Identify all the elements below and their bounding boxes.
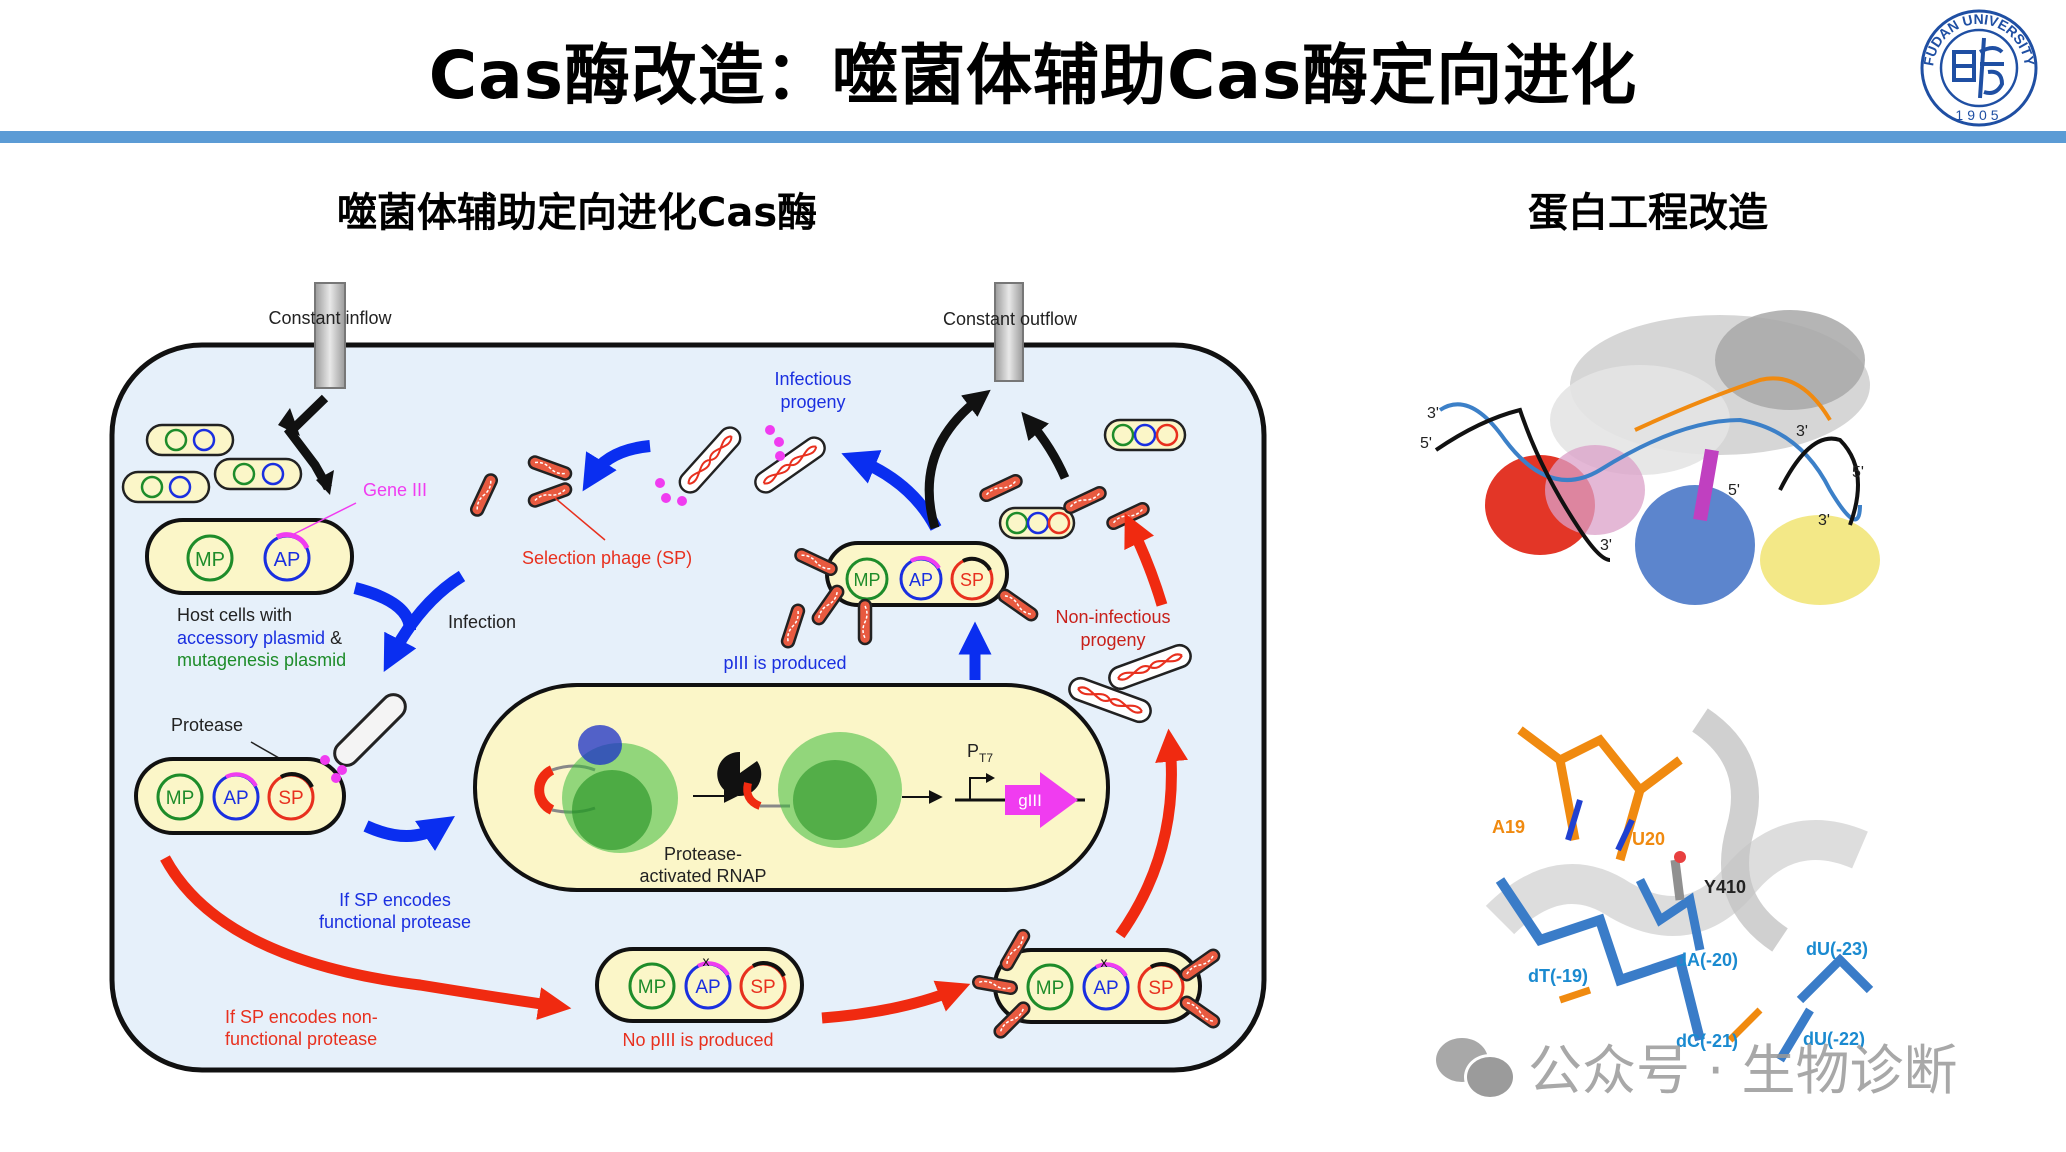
promoter-arrow-icon (986, 773, 995, 783)
svg-text:MP: MP (854, 570, 881, 590)
watermark: 公众号 · 生物诊断 (1432, 1030, 1958, 1102)
label-dT19: dT(-19) (1528, 966, 1588, 986)
activated-rnap-structure (778, 732, 902, 848)
infection-arrow (383, 570, 466, 672)
end-label: 5' (1852, 464, 1864, 481)
title-accent-bar (0, 131, 2066, 143)
infectious-progeny-line2: progeny (780, 392, 845, 412)
plasmid-mp: MP (195, 549, 225, 571)
host-cell-mp-ap-sp: MP AP SP (134, 757, 346, 835)
noninfectious-line2: progeny (1080, 630, 1145, 650)
svg-text:MP: MP (1036, 978, 1065, 999)
svg-text:AP: AP (909, 570, 933, 590)
small-host-cell (213, 457, 303, 491)
gene-iii-label: Gene III (363, 480, 427, 500)
svg-text:SP: SP (1148, 978, 1173, 999)
phage-return-arrow (582, 440, 651, 492)
end-label: 3' (1427, 405, 1439, 422)
label-dU22: dU(-22) (1803, 1029, 1865, 1049)
label-dU23: dU(-23) (1806, 939, 1868, 959)
plasmid-ap: AP (274, 549, 301, 571)
logo-year: 1905 (1955, 107, 2002, 123)
side-cell (1103, 418, 1187, 452)
host-cell-no-piii: x MP AP SP (595, 947, 804, 1023)
outflow-arrow (924, 389, 991, 530)
watermark-text: 公众号 · 生物诊断 (1528, 1038, 1958, 1102)
end-label: 5' (1420, 435, 1432, 452)
protease-label: Protease (171, 715, 243, 735)
rnap-protein-structure (562, 725, 678, 853)
no-piii-arrow (821, 980, 971, 1024)
functional-line2: functional protease (319, 912, 471, 932)
host-caption-line3: mutagenesis plasmid (177, 650, 346, 670)
infection-label: Infection (448, 612, 516, 632)
host-caption-line2: accessory plasmid & (177, 628, 342, 648)
fudan-university-logo: FUDAN UNIVERSITY 1905 (1920, 9, 2038, 127)
piii-produced-label: pIII is produced (723, 653, 846, 673)
giii-gene-box (1005, 772, 1078, 828)
selection-phage-label: Selection phage (SP) (522, 548, 692, 568)
host-caption-line1: Host cells with (177, 605, 292, 625)
right-section-title: 蛋白工程改造 (1528, 190, 1768, 236)
svg-text:AP: AP (1093, 978, 1118, 999)
svg-text:SP: SP (960, 570, 984, 590)
end-label: 3' (1818, 512, 1830, 529)
label-a19: A19 (1492, 817, 1525, 837)
svg-text:x: x (1101, 954, 1108, 970)
left-section-title: 噬菌体辅助定向进化Cas酶 (337, 190, 818, 236)
label-dA20: dA(-20) (1676, 950, 1738, 970)
end-label: 3' (1796, 423, 1808, 440)
knockout-mark: x (703, 953, 710, 969)
outflow-label: Constant outflow (943, 309, 1078, 329)
infectious-progeny-line1: Infectious (774, 369, 851, 389)
small-host-cell (145, 423, 235, 457)
svg-text:SP: SP (278, 788, 303, 809)
svg-text:MP: MP (166, 788, 195, 809)
host-cell-noninfectious: x MP AP SP (993, 948, 1202, 1024)
slide-title: Cas酶改造：噬菌体辅助Cas酶定向进化 (428, 37, 1638, 114)
svg-text:AP: AP (695, 977, 720, 998)
label-dC21: dC(-21) (1676, 1031, 1738, 1051)
inflow-tube (314, 282, 346, 389)
side-cell (998, 506, 1076, 540)
label-u20: U20 (1632, 829, 1665, 849)
outflow-arrow-2 (1021, 411, 1070, 480)
svg-text:MP: MP (638, 977, 667, 998)
host-cell-mp-ap: MP AP (145, 518, 354, 595)
end-label: 3' (1600, 537, 1612, 554)
outflow-tube (994, 282, 1024, 382)
piii-knobs (655, 425, 785, 506)
giii-label: gIII (1018, 791, 1042, 810)
infected-cell-top: MP AP SP (825, 541, 1009, 607)
inflow-label: Constant inflow (268, 308, 392, 328)
wechat-icon (1432, 1030, 1522, 1100)
noninfectious-release-arrow (1115, 728, 1188, 939)
svg-text:AP: AP (223, 788, 248, 809)
noninfectious-line1: Non-infectious (1055, 607, 1170, 627)
inflow-arrow (284, 394, 332, 491)
end-label: 5' (1728, 482, 1740, 499)
rnap-label-line1: Protease- (664, 844, 742, 864)
promoter-label: PT7 (967, 741, 993, 765)
cas-protein-structure (1434, 310, 1880, 605)
svg-text:SP: SP (750, 977, 775, 998)
rnap-label-line2: activated RNAP (639, 866, 766, 886)
nonfunctional-line1: If SP encodes non- (225, 1007, 378, 1027)
functional-arrow (363, 816, 455, 851)
active-site-structure (1485, 708, 1875, 1093)
label-y410: Y410 (1704, 877, 1746, 897)
infecting-phage (333, 693, 407, 767)
functional-line1: If SP encodes (339, 890, 451, 910)
nonfunctional-arrow (160, 855, 572, 1020)
no-piii-label: No pIII is produced (622, 1030, 773, 1050)
small-host-cell (121, 470, 211, 504)
noninfectious-arrow (1124, 513, 1168, 607)
nonfunctional-line2: functional protease (225, 1029, 377, 1049)
